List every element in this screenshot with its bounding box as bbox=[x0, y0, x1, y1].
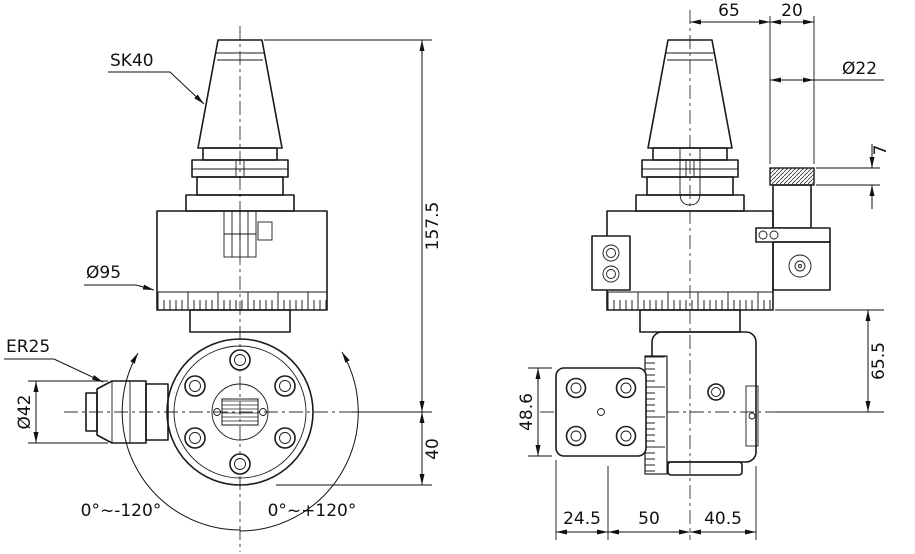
plate-bolt bbox=[615, 425, 637, 447]
er25-leader bbox=[4, 358, 104, 383]
dim-knob-diameter: Ø22 bbox=[770, 59, 884, 83]
dim-overall-height: 157.5 bbox=[264, 39, 443, 413]
sk40-taper-side bbox=[647, 39, 733, 206]
dim-plate-48-6: 48.6 bbox=[517, 367, 552, 457]
front-view: SK40 Ø95 ER25 Ø42 157.5 40 bbox=[4, 26, 443, 552]
plate-bolt bbox=[565, 425, 587, 447]
dim-bottom-widths: 24.5 50 40.5 bbox=[555, 460, 757, 540]
clamp-screw bbox=[602, 265, 620, 283]
step-7-label: 7 bbox=[871, 145, 891, 156]
swing-right-label: 0°~+120° bbox=[268, 501, 357, 521]
dim-height-65-5: 65.5 bbox=[775, 309, 889, 413]
graduation-scale bbox=[607, 292, 773, 310]
dim-step-7: 7 bbox=[816, 144, 891, 209]
bore-contour bbox=[679, 148, 701, 206]
dia95-leader bbox=[84, 284, 155, 291]
body-drum-side bbox=[591, 210, 774, 311]
sk40-taper-front bbox=[197, 39, 283, 149]
bracket-screw bbox=[769, 230, 779, 240]
head-chamfer bbox=[173, 345, 307, 479]
protractor-strip bbox=[644, 355, 668, 475]
dia95-label: Ø95 bbox=[86, 263, 121, 283]
er25-label: ER25 bbox=[6, 337, 50, 357]
head-hub bbox=[211, 383, 269, 441]
head-outline bbox=[166, 338, 314, 486]
side-housing bbox=[772, 241, 831, 291]
bottom-50-label: 50 bbox=[638, 509, 660, 529]
side-view: 65 20 Ø22 7 65.5 48.6 bbox=[517, 1, 891, 540]
dim-body-diameter: Ø95 bbox=[84, 263, 155, 291]
bottom-40-5-label: 40.5 bbox=[704, 509, 742, 529]
knob-body bbox=[772, 184, 812, 229]
spindle-face-plate bbox=[555, 367, 647, 457]
plate-48-6-label: 48.6 bbox=[517, 393, 537, 431]
dim-sk40: SK40 bbox=[108, 51, 205, 105]
head-bolts bbox=[184, 349, 296, 475]
dim-collet-diameter: Ø42 bbox=[15, 380, 108, 444]
bottom-cap bbox=[667, 461, 743, 476]
plate-center-hole bbox=[597, 408, 605, 416]
hub-serration bbox=[221, 398, 259, 426]
stop-block-assembly bbox=[755, 167, 831, 291]
dia22-label: Ø22 bbox=[842, 59, 877, 79]
dim-top-offsets: 65 20 bbox=[690, 1, 815, 164]
swing-arc-right bbox=[239, 351, 359, 532]
head-housing-front bbox=[166, 309, 314, 486]
dim-lower-height: 40 bbox=[276, 412, 443, 486]
offset-65-label: 65 bbox=[718, 1, 740, 21]
nut-front-face bbox=[85, 392, 98, 432]
height-65-5-label: 65.5 bbox=[869, 342, 889, 380]
height-157-label: 157.5 bbox=[423, 202, 443, 251]
bottom-24-5-label: 24.5 bbox=[563, 509, 601, 529]
swing-arc-left bbox=[121, 352, 241, 531]
swing-range: 0°~-120° 0°~+120° bbox=[81, 351, 359, 532]
bracket-screw bbox=[758, 230, 768, 240]
clamp-screw bbox=[602, 244, 620, 262]
plate-bolt bbox=[615, 377, 637, 399]
dim-er25: ER25 bbox=[4, 337, 104, 383]
graduation-scale bbox=[157, 292, 327, 310]
side-plate bbox=[745, 385, 759, 447]
clamp-block bbox=[591, 235, 631, 291]
height-40-label: 40 bbox=[423, 438, 443, 460]
swing-left-label: 0°~-120° bbox=[81, 501, 162, 521]
er25-collet-front bbox=[85, 380, 169, 444]
neck bbox=[189, 309, 291, 333]
plate-bolt bbox=[565, 377, 587, 399]
body-drum-front bbox=[156, 210, 328, 311]
face-screw bbox=[707, 383, 725, 401]
offset-20-label: 20 bbox=[781, 1, 803, 21]
lock-screw bbox=[788, 254, 812, 278]
knurled-knob-cap bbox=[769, 167, 815, 186]
dia42-label: Ø42 bbox=[15, 394, 35, 429]
sk40-label: SK40 bbox=[110, 51, 154, 71]
clamp-screw bbox=[257, 221, 273, 241]
head-housing-side bbox=[555, 309, 759, 476]
sk40-leader bbox=[108, 71, 205, 105]
